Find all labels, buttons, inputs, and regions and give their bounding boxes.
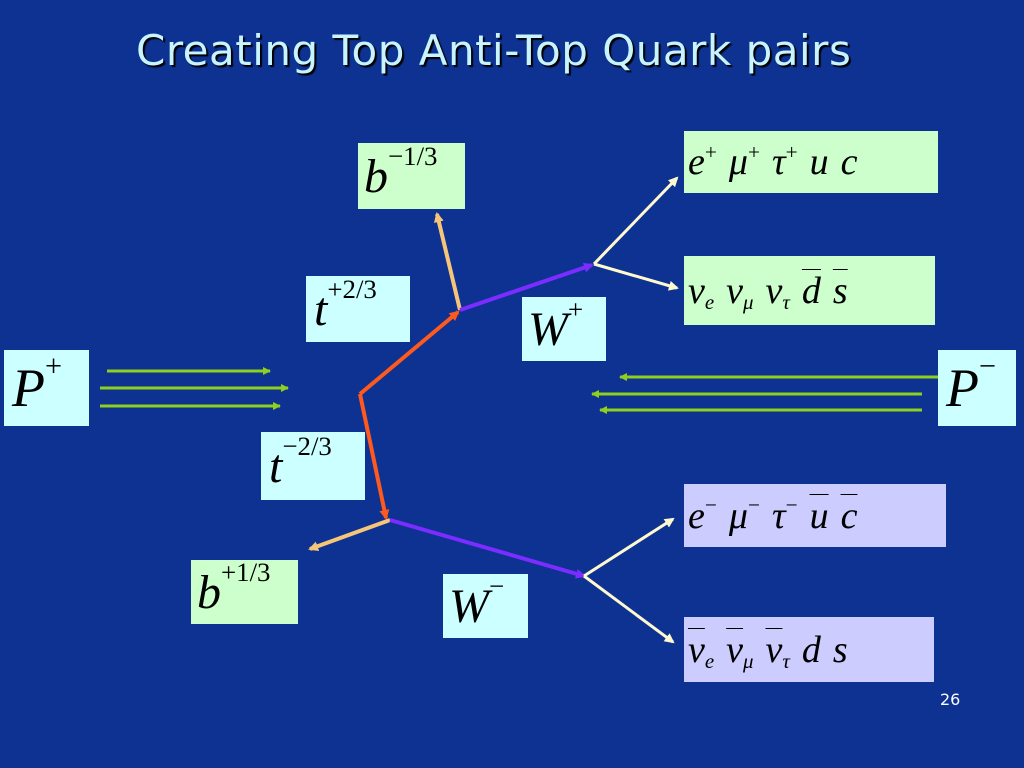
proton-plus-label: P+: [4, 349, 89, 426]
symbol-subscript: μ: [743, 289, 754, 314]
decay-symbol: μ+: [729, 140, 760, 184]
w-minus-line: [389, 518, 586, 579]
symbol-base: e: [688, 141, 705, 183]
decay-symbol: c: [841, 140, 858, 184]
symbol-base: ν: [765, 628, 783, 671]
decay-symbol: e+: [688, 140, 717, 184]
antibottom-quark-line: [308, 518, 391, 551]
symbol-base: u: [809, 141, 829, 183]
symbol-base: ν: [726, 628, 744, 671]
decay-symbol: τ−: [771, 493, 798, 538]
symbol-subscript: e: [704, 289, 715, 314]
symbol-superscript: +: [785, 139, 798, 164]
decay-symbol: τ+: [772, 140, 798, 184]
decay-symbol: s: [833, 628, 848, 672]
decay-symbol: νe: [688, 628, 715, 673]
w-plus-line: [459, 262, 594, 312]
w-minus-decay-up: [583, 517, 675, 578]
symbol-base: ν: [688, 269, 705, 312]
decay-symbol: c: [841, 494, 858, 538]
symbol-superscript: −: [785, 493, 798, 518]
w-plus-decay-down: [593, 262, 679, 291]
symbol-base: μ: [728, 141, 748, 183]
symbol-base: τ: [771, 141, 786, 183]
symbol-base: s: [832, 269, 848, 312]
antitop-quark-line: [358, 393, 390, 520]
symbol-base: c: [840, 494, 858, 537]
symbol-superscript: −: [747, 493, 760, 518]
antitop-quark-label: t−2/3: [261, 431, 365, 500]
decay-symbol: e−: [688, 493, 717, 538]
decay-symbol: ντ: [765, 269, 790, 314]
symbol-superscript: +: [747, 139, 760, 164]
symbol-superscript: +: [704, 139, 717, 164]
top-quark-label: t+2/3: [306, 274, 410, 342]
decay-symbol: ντ: [765, 628, 790, 673]
symbol-base: s: [832, 628, 848, 671]
decay-symbol: νμ: [726, 269, 754, 314]
proton-minus-label: P−: [938, 349, 1016, 426]
symbol-subscript: τ: [782, 289, 790, 314]
symbol-base: e: [688, 494, 705, 537]
w-minus-decay-down: [583, 574, 675, 644]
w-minus-label: W−: [443, 571, 528, 638]
symbol-base: d: [801, 628, 821, 671]
bottom-quark-line: [434, 212, 462, 311]
symbol-superscript: −: [704, 493, 717, 518]
symbol-base: d: [801, 269, 821, 312]
decay-symbol: d: [802, 269, 821, 313]
w-plus-decay-up: [592, 176, 679, 266]
symbol-subscript: τ: [782, 648, 790, 673]
decay-symbol: μ−: [728, 493, 760, 538]
bottom-quark-label: b−1/3: [358, 141, 465, 209]
decay-symbol: u: [810, 494, 829, 538]
w-plus-label: W+: [522, 294, 606, 361]
symbol-base: ν: [726, 269, 744, 312]
symbol-base: ν: [765, 269, 783, 312]
top-quark-line: [358, 310, 460, 396]
slide-title: Creating Top Anti-Top Quark pairs: [136, 26, 852, 75]
decay-symbol: s: [833, 269, 848, 313]
decay-symbol: u: [810, 140, 829, 184]
decay-symbol: νμ: [726, 628, 754, 673]
decay-symbol: d: [802, 628, 821, 672]
symbol-base: τ: [771, 494, 786, 537]
symbol-subscript: e: [704, 648, 715, 673]
symbol-subscript: μ: [743, 648, 754, 673]
symbol-base: u: [809, 494, 829, 537]
page-number: 26: [940, 690, 961, 709]
symbol-base: ν: [688, 628, 705, 671]
decay-symbol: νe: [688, 269, 715, 314]
antibottom-quark-label: b+1/3: [191, 557, 298, 624]
symbol-base: c: [840, 141, 858, 183]
symbol-base: μ: [728, 494, 748, 537]
